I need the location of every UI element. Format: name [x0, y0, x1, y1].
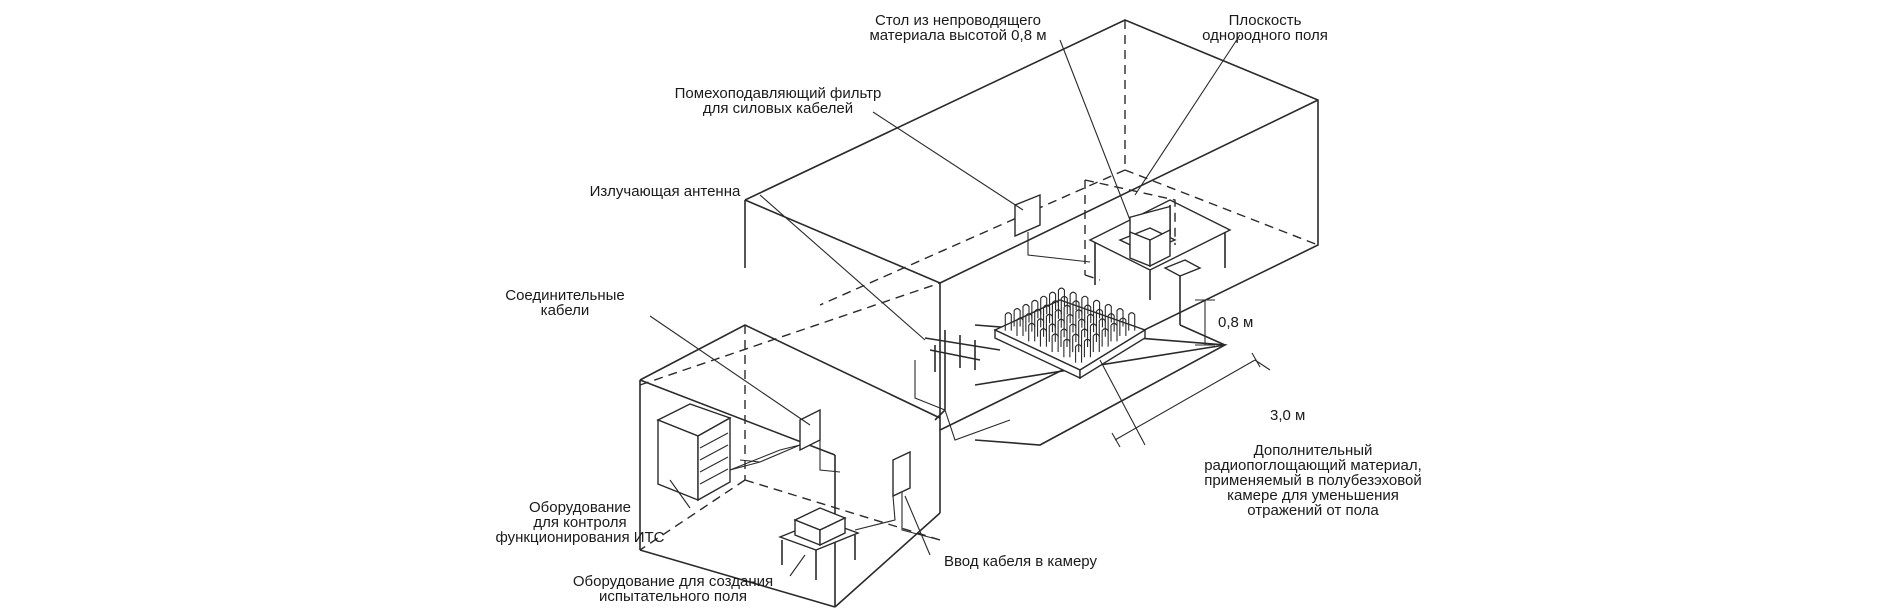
- absorber-pyramid: [1043, 304, 1051, 324]
- field-generation-equipment: [778, 495, 896, 580]
- label-cables-line2: кабели: [541, 302, 590, 319]
- connecting-cables: [729, 409, 1011, 471]
- leader-lines: [649, 34, 1241, 577]
- label-fieldgen-line2: испытательного поля: [599, 588, 747, 605]
- absorber-pyramid: [1025, 313, 1033, 332]
- label-table: Стол из непроводящего материала высотой …: [869, 12, 1046, 44]
- absorber-pyramid: [1119, 317, 1127, 336]
- absorber-pyramid: [1084, 304, 1092, 324]
- absorber-pyramid: [1075, 344, 1083, 363]
- absorber-pyramid: [1092, 333, 1100, 352]
- uniform-field-plane: [1084, 179, 1176, 281]
- label-absorber-line4: камере для уменьшения: [1227, 487, 1399, 504]
- non-conductive-table: [1088, 199, 1232, 346]
- absorber-pyramid: [1107, 313, 1115, 332]
- absorber-pyramid: [1039, 328, 1047, 347]
- absorber-pyramid: [1089, 323, 1097, 342]
- absorber-pyramid: [1016, 317, 1024, 336]
- label-control-line2: для контроля: [533, 514, 626, 531]
- control-wall-box: [739, 408, 841, 473]
- absorber-pyramid: [1040, 295, 1048, 315]
- absorber-pyramid: [1004, 312, 1012, 331]
- dimension-0-8: [1195, 299, 1215, 346]
- label-absorber-line1: Дополнительный: [1254, 442, 1373, 459]
- absorber-pyramid: [1060, 295, 1068, 315]
- absorber-pyramid: [1095, 308, 1103, 328]
- label-fieldgen: Оборудование для создания испытательного…: [573, 573, 773, 605]
- label-entry-line1: Ввод кабеля в камеру: [944, 553, 1097, 570]
- absorber-pyramid: [1128, 312, 1136, 331]
- label-control-line3: функционирования ИТС: [495, 529, 664, 546]
- absorber-pyramid: [1081, 295, 1089, 315]
- absorber-pyramid: [1083, 338, 1091, 358]
- label-cables: Соединительные кабели: [505, 287, 625, 319]
- absorber-pyramid: [1081, 328, 1089, 348]
- absorber-pyramid: [1022, 303, 1030, 323]
- absorber-pyramid: [1031, 299, 1039, 319]
- absorber-pyramid: [1072, 300, 1080, 319]
- main-chamber: [744, 19, 1319, 513]
- label-antenna-line1: Излучающая антенна: [590, 183, 741, 200]
- label-filter: Помехоподавляющий фильтр для силовых каб…: [675, 85, 882, 117]
- label-filter-line2: для силовых кабелей: [703, 100, 853, 117]
- label-table-line2: материала высотой 0,8 м: [869, 27, 1046, 44]
- absorber-pyramid: [1049, 291, 1057, 311]
- cable-entry: [892, 450, 941, 541]
- label-absorber-line3: применяемый в полубезэховой: [1204, 472, 1422, 489]
- absorber-pyramid: [1069, 323, 1077, 343]
- label-absorber: Дополнительный радиопоглощающий материал…: [1204, 442, 1422, 519]
- absorber-pyramid: [1057, 318, 1065, 338]
- absorber-pyramid: [1087, 313, 1095, 333]
- absorber-pyramid: [1034, 308, 1042, 328]
- dimension-3-0: [1111, 352, 1271, 448]
- label-height: 0,8 м: [1218, 314, 1253, 331]
- label-absorber-line2: радиопоглощающий материал,: [1204, 457, 1422, 474]
- absorber-pyramid: [1063, 304, 1071, 324]
- label-plane-line1: Плоскость: [1229, 12, 1302, 29]
- label-distance: 3,0 м: [1270, 407, 1305, 424]
- label-control: Оборудование для контроля функционирован…: [495, 499, 664, 546]
- absorber-pyramid: [1093, 299, 1101, 319]
- power-filter: [1014, 193, 1091, 263]
- label-distance-value: 3,0 м: [1270, 407, 1305, 424]
- radiating-antenna: [914, 330, 1001, 421]
- absorber-pyramid: [1069, 291, 1077, 311]
- label-control-line1: Оборудование: [529, 499, 631, 516]
- label-fieldgen-line1: Оборудование для создания: [573, 573, 773, 590]
- label-table-line1: Стол из непроводящего: [875, 12, 1041, 29]
- absorber-pyramid: [1098, 318, 1106, 337]
- absorber-pyramid: [1051, 333, 1059, 352]
- absorber-pyramid: [1048, 323, 1056, 342]
- absorber-pyramid: [1066, 313, 1074, 333]
- label-cables-line1: Соединительные: [505, 287, 625, 304]
- absorber-pyramid: [1057, 287, 1065, 307]
- absorber-pyramid: [1110, 322, 1118, 342]
- absorber-pyramid: [1101, 328, 1109, 347]
- absorber-pyramid: [1037, 318, 1045, 337]
- label-entry: Ввод кабеля в камеру: [944, 553, 1097, 570]
- absorber-pyramid: [1063, 338, 1071, 358]
- label-plane-line2: однородного поля: [1202, 27, 1328, 44]
- label-height-value: 0,8 м: [1218, 314, 1253, 331]
- label-antenna: Излучающая антенна: [590, 183, 741, 200]
- absorber-pyramid: [1072, 333, 1080, 353]
- absorber-pyramid: [1051, 300, 1059, 319]
- label-filter-line1: Помехоподавляющий фильтр: [675, 85, 882, 102]
- absorber-pyramid: [1054, 309, 1062, 328]
- absorber-pyramid: [1104, 303, 1112, 323]
- absorber-pyramid: [1013, 308, 1021, 327]
- absorber-pyramid: [1078, 318, 1086, 338]
- absorber-pyramid: [1028, 322, 1036, 342]
- absorber-pyramid: [1075, 309, 1083, 328]
- absorber-pyramid: [1116, 308, 1124, 327]
- radio-absorber-grid: [993, 287, 1147, 380]
- label-absorber-line5: отражений от пола: [1247, 502, 1379, 519]
- control-equipment-cabinet: [656, 403, 761, 502]
- absorber-pyramid: [1060, 328, 1068, 348]
- absorber-pyramid: [1045, 313, 1053, 333]
- label-plane: Плоскость однородного поля: [1202, 12, 1328, 44]
